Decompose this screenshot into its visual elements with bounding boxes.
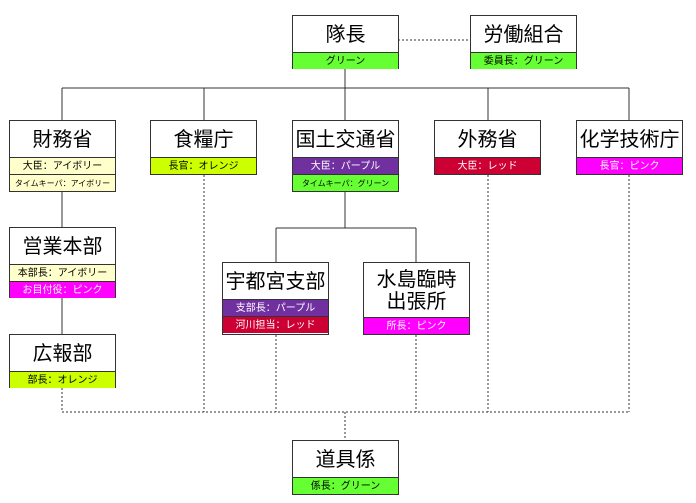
- node-title: 隊長: [325, 22, 366, 46]
- node-title: 財務省: [32, 127, 93, 151]
- role-label: お目付役：ピンク: [10, 281, 115, 298]
- node-title: 外務省: [457, 127, 518, 151]
- node-roudou: 労働組合 委員長：グリーン: [470, 15, 577, 69]
- role-label: 大臣：アイボリー: [10, 157, 115, 174]
- node-title: 営業本部: [22, 234, 103, 258]
- role-label: 本部長：アイボリー: [10, 264, 115, 281]
- node-mizushima: 水島臨時 出張所 所長：ピンク: [363, 262, 470, 335]
- role-label: グリーン: [293, 52, 398, 69]
- node-title: 国土交通省: [295, 127, 396, 151]
- node-title: 道具係: [315, 447, 376, 471]
- node-title: 宇都宮支部: [225, 269, 326, 293]
- role-label: 河川担当：レッド: [223, 316, 328, 333]
- role-label: 所長：ピンク: [364, 317, 469, 334]
- node-kokudo: 国土交通省 大臣：パープル タイムキーパ：グリーン: [292, 120, 399, 192]
- node-dougu: 道具係 係長：グリーン: [292, 440, 399, 495]
- role-label: 長官：オレンジ: [151, 157, 256, 174]
- node-taicho: 隊長 グリーン: [292, 15, 399, 69]
- node-zaimu: 財務省 大臣：アイボリー タイムキーパ：アイボリー: [9, 120, 116, 192]
- node-utsunomiya: 宇都宮支部 支部長：パープル 河川担当：レッド: [222, 262, 329, 335]
- node-title: 水島臨時 出張所: [376, 267, 457, 313]
- node-title: 広報部: [32, 341, 93, 365]
- role-label: 委員長：グリーン: [471, 52, 576, 69]
- role-label: 大臣：レッド: [435, 157, 540, 174]
- role-label: 大臣：パープル: [293, 157, 398, 174]
- role-label: タイムキーパ：グリーン: [293, 174, 398, 191]
- node-shokuryo: 食糧庁 長官：オレンジ: [150, 120, 257, 175]
- node-gaimu: 外務省 大臣：レッド: [434, 120, 541, 175]
- role-label: 部長：オレンジ: [10, 371, 115, 388]
- role-label: 長官：ピンク: [577, 157, 682, 174]
- role-label: 支部長：パープル: [223, 299, 328, 316]
- node-koho: 広報部 部長：オレンジ: [9, 334, 116, 388]
- node-title: 労働組合: [483, 22, 564, 46]
- role-label: タイムキーパ：アイボリー: [10, 174, 115, 191]
- node-title: 食糧庁: [173, 127, 234, 151]
- node-title: 化学技術庁: [579, 127, 680, 151]
- node-eigyo: 営業本部 本部長：アイボリー お目付役：ピンク: [9, 227, 116, 298]
- node-kagaku: 化学技術庁 長官：ピンク: [576, 120, 683, 175]
- role-label: 係長：グリーン: [293, 477, 398, 494]
